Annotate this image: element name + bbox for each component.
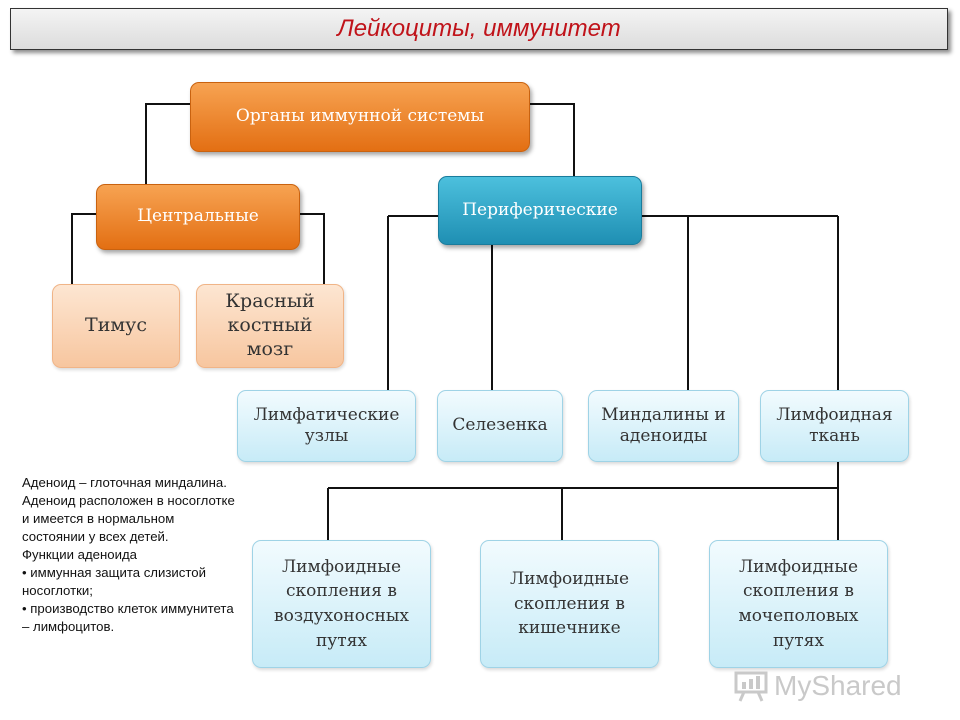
urogenital-clusters-node: Лимфоидные скопления в мочеполовых путях: [709, 540, 888, 668]
tonsils-label: Миндалины и аденоиды: [601, 404, 726, 446]
root-node: Органы иммунной системы: [190, 82, 530, 152]
peripheral-node: Периферические: [438, 176, 642, 245]
thymus-node: Тимус: [52, 284, 180, 368]
note-bullet-2: • производство клеток иммунитета – лимфо…: [22, 601, 234, 634]
watermark-text: MyShared: [774, 670, 902, 701]
lymph-nodes-label: Лимфатические узлы: [253, 404, 400, 446]
lymphoid-tissue-node: Лимфоидная ткань: [760, 390, 909, 462]
peripheral-node-label: Периферические: [462, 199, 618, 220]
airway-clusters-node: Лимфоидные скопления в воздухоносных пут…: [252, 540, 431, 668]
airway-clusters-label: Лимфоидные скопления в воздухоносных пут…: [274, 556, 409, 651]
bone-marrow-label: Красный костный мозг: [225, 290, 315, 360]
spleen-label: Селезенка: [452, 415, 548, 436]
lymph-nodes-node: Лимфатические узлы: [237, 390, 416, 462]
urogenital-clusters-label: Лимфоидные скопления в мочеполовых путях: [738, 556, 859, 651]
presentation-board-icon: [734, 671, 768, 702]
note-intro: Аденоид – глоточная миндалина. Аденоид р…: [22, 475, 235, 544]
connector-central-children-right: [300, 213, 325, 284]
slide-title: Лейкоциты, иммунитет: [337, 15, 621, 42]
connector-central-children: [71, 213, 96, 284]
lymphoid-tissue-label: Лимфоидная ткань: [776, 404, 893, 446]
central-node: Центральные: [96, 184, 300, 250]
central-node-label: Центральные: [137, 206, 259, 227]
connector-root-peripheral: [530, 103, 575, 176]
spleen-node: Селезенка: [437, 390, 563, 462]
intestine-clusters-label: Лимфоидные скопления в кишечнике: [510, 569, 629, 639]
note-bullet-1: • иммунная защита слизистой носоглотки;: [22, 565, 206, 598]
title-bar: Лейкоциты, иммунитет: [10, 8, 948, 50]
watermark: MyShared: [734, 668, 902, 704]
note-functions-heading: Функции аденоида: [22, 547, 137, 562]
adenoid-note: Аденоид – глоточная миндалина. Аденоид р…: [22, 474, 237, 636]
intestine-clusters-node: Лимфоидные скопления в кишечнике: [480, 540, 659, 668]
tonsils-node: Миндалины и аденоиды: [588, 390, 739, 462]
bone-marrow-node: Красный костный мозг: [196, 284, 344, 368]
connector-root-central: [145, 103, 190, 184]
root-node-label: Органы иммунной системы: [235, 106, 485, 127]
thymus-label: Тимус: [85, 314, 147, 337]
